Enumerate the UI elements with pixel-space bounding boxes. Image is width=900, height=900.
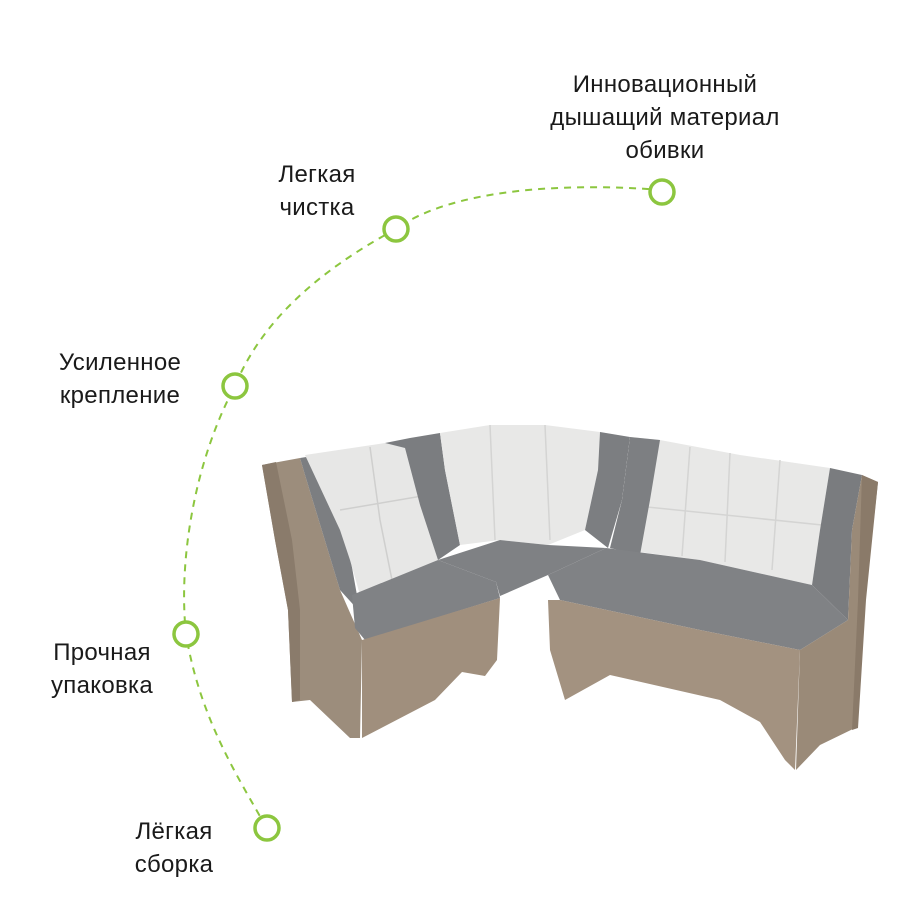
marker-packaging-icon bbox=[172, 620, 200, 648]
corner-sofa-image bbox=[262, 424, 878, 770]
feature-label-line: крепление bbox=[59, 382, 181, 409]
feature-label-line: Легкая bbox=[278, 161, 356, 188]
feature-label-line: Прочная bbox=[53, 639, 151, 666]
feature-label-line: сборка bbox=[134, 851, 214, 878]
feature-label-line: чистка bbox=[279, 194, 355, 221]
marker-cleaning-icon bbox=[382, 215, 410, 243]
feature-label-material: Инновационный дышащий материал обивки bbox=[520, 68, 810, 167]
feature-label-line: Инновационный bbox=[572, 71, 758, 98]
feature-label-line: Лёгкая bbox=[135, 818, 213, 845]
marker-mount-icon bbox=[221, 372, 249, 400]
feature-label-line: обивки bbox=[625, 137, 705, 164]
feature-label-line: Усиленное bbox=[58, 349, 182, 376]
marker-assembly-icon bbox=[253, 814, 281, 842]
feature-label-line: упаковка bbox=[51, 672, 153, 699]
feature-label-packaging: Прочная упаковка bbox=[36, 636, 168, 702]
feature-label-line: дышащий материал bbox=[550, 104, 780, 131]
feature-label-assembly: Лёгкая сборка bbox=[122, 815, 226, 881]
feature-arc bbox=[183, 186, 663, 828]
feature-label-mount: Усиленное крепление bbox=[40, 346, 200, 412]
marker-material-icon bbox=[648, 178, 676, 206]
feature-label-cleaning: Легкая чистка bbox=[262, 158, 372, 224]
